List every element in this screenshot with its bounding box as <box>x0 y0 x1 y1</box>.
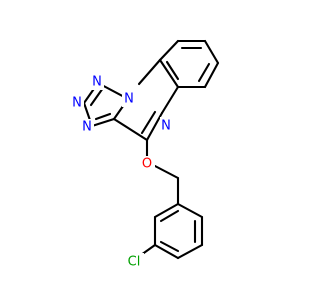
bond-double-inner <box>197 62 211 83</box>
bond <box>176 243 204 260</box>
molecule-drawing: N N N N N O Cl <box>70 39 220 270</box>
benzo-ring <box>158 39 220 89</box>
bond <box>137 58 162 86</box>
chlorophenyl-ring <box>139 202 204 260</box>
bond <box>112 117 149 142</box>
bond <box>153 202 180 219</box>
bond-double-inner <box>94 112 112 121</box>
bond <box>153 164 180 180</box>
bond <box>160 85 180 115</box>
atom-label-chlorine: Cl <box>128 255 141 270</box>
atom-label-n-tetrazole-1: N <box>92 75 102 90</box>
structure-canvas: N N N N N O Cl <box>70 39 220 270</box>
atom-labels: N N N N N O Cl <box>70 74 174 270</box>
bond-double-inner <box>140 110 157 135</box>
atom-label-n-pyrazine: N <box>161 119 171 134</box>
bond <box>153 243 180 260</box>
bond <box>158 58 180 89</box>
pyrazine-ring <box>112 58 180 142</box>
bond-double-inner <box>159 209 180 223</box>
bond <box>158 39 180 62</box>
bond <box>176 202 204 219</box>
bond-double-inner <box>89 86 105 107</box>
atom-label-oxygen: O <box>142 157 152 172</box>
bond-double-inner <box>165 60 180 81</box>
bond-double-inner <box>159 240 180 253</box>
bond <box>90 117 116 128</box>
bond <box>203 61 220 89</box>
atom-label-n-tetrazole-3: N <box>82 120 92 135</box>
bond <box>203 39 220 65</box>
bond <box>145 111 164 142</box>
atom-label-n-fused: N <box>124 92 134 107</box>
atom-label-n-tetrazole-2: N <box>72 96 82 111</box>
